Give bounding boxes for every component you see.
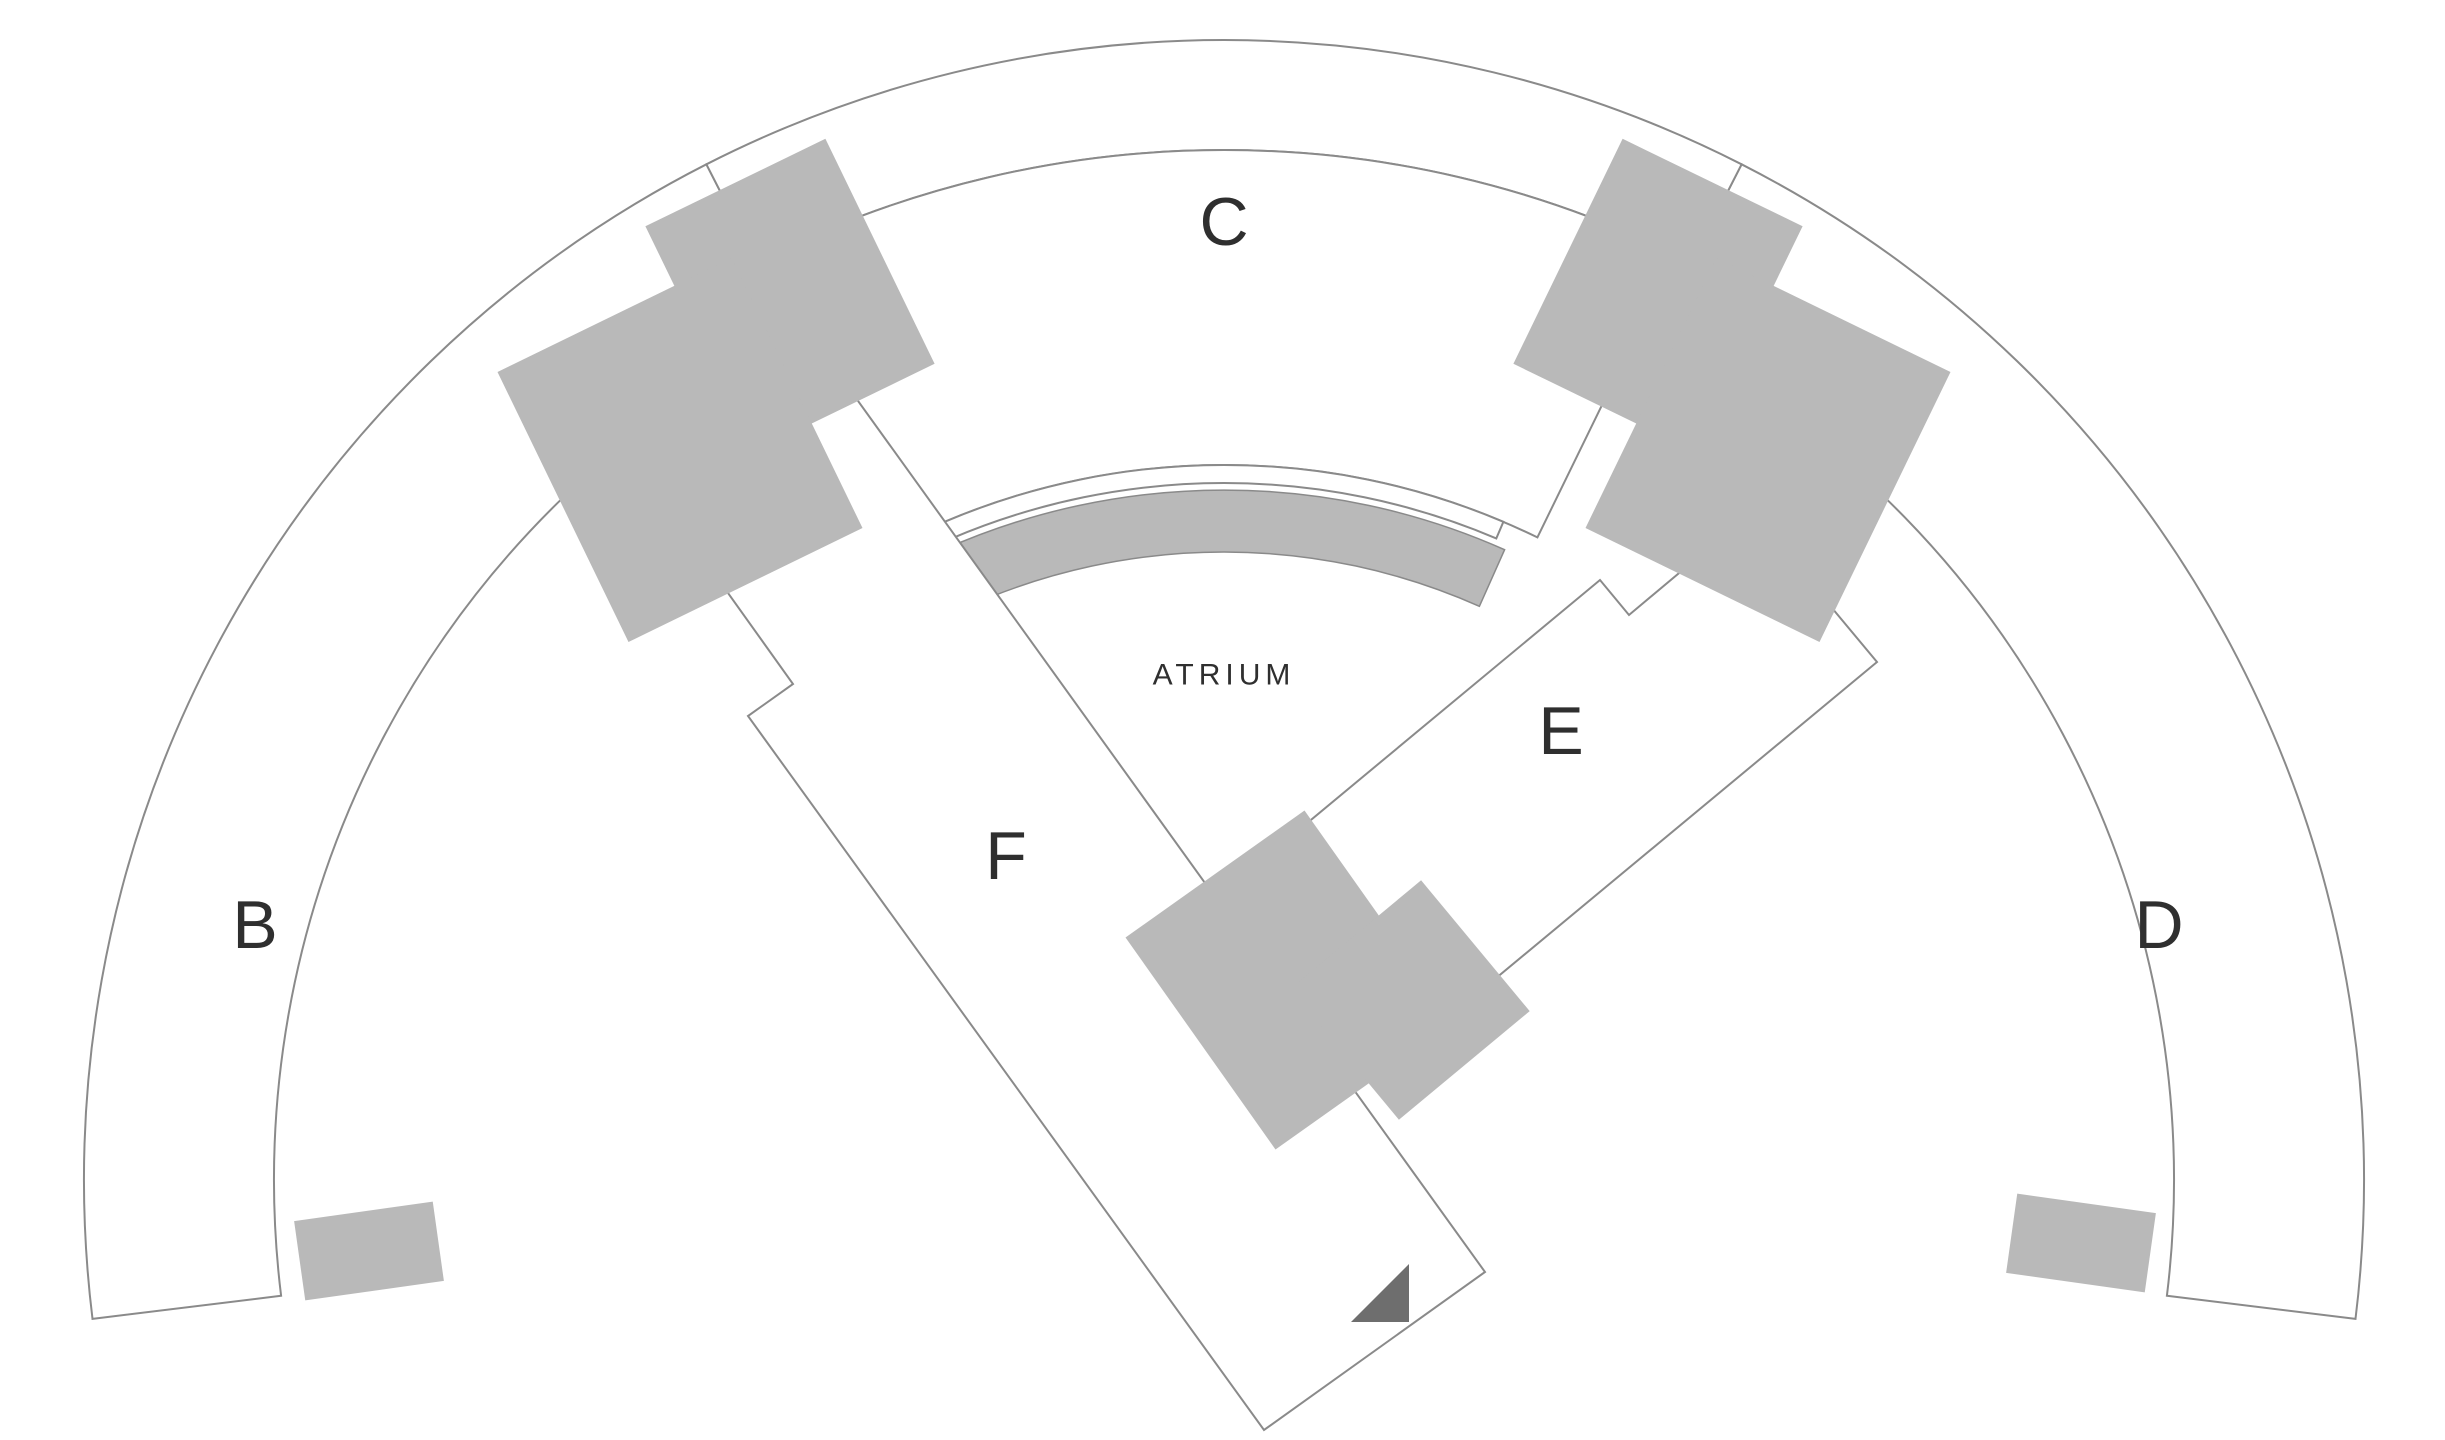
wing-e-label: E: [1538, 693, 1583, 769]
connector-cores: [497, 138, 1951, 1150]
connector-bottom-small: [1290, 880, 1530, 1120]
connector-left-lower: [497, 258, 863, 642]
labels: B C D E F ATRIUM: [232, 184, 2183, 963]
entrance-marker-icon: [1351, 1264, 1409, 1322]
arc-end-block-left: [294, 1201, 444, 1301]
wing-c-label: C: [1199, 184, 1248, 260]
wing-f-label: F: [985, 818, 1027, 894]
wing-d-label: D: [2134, 887, 2183, 963]
wing-b-arc: [83, 162, 795, 1321]
arc-end-block-right-rect: [2006, 1193, 2156, 1293]
connector-right-lower: [1585, 258, 1951, 642]
wing-d-arc: [1653, 162, 2365, 1321]
arc-end-block-left-rect: [294, 1201, 444, 1301]
wing-b-label: B: [232, 887, 277, 963]
arc-end-block-right: [2006, 1193, 2156, 1293]
atrium-label: ATRIUM: [1153, 659, 1296, 692]
arc-end-blocks: [294, 1193, 2156, 1301]
